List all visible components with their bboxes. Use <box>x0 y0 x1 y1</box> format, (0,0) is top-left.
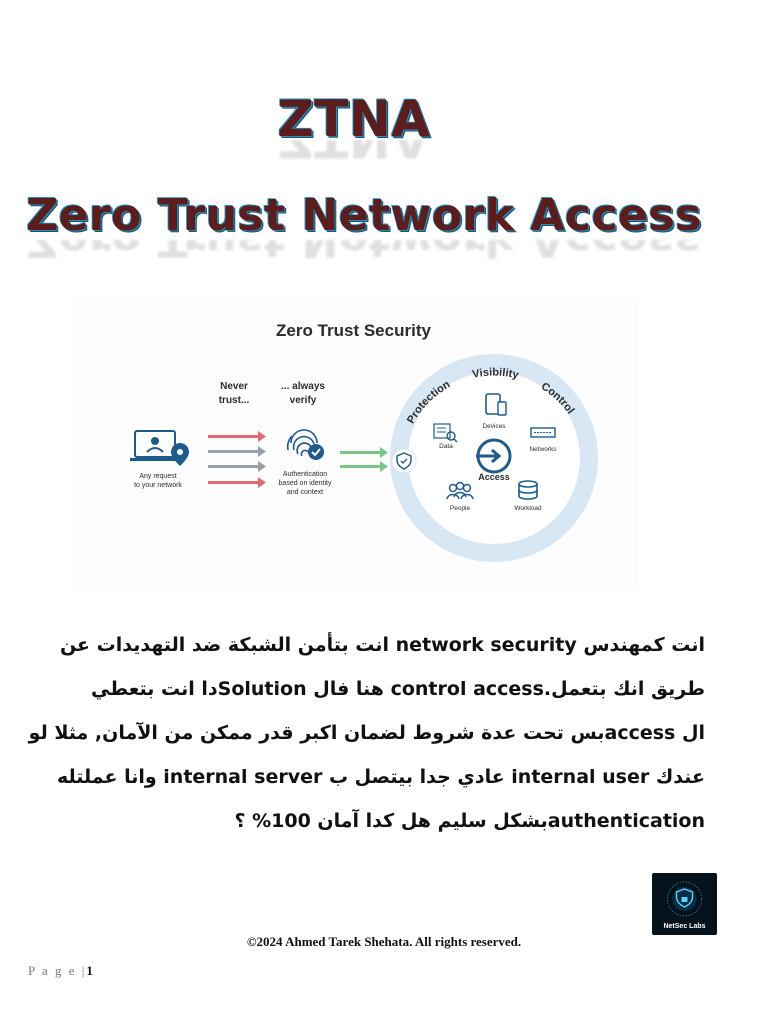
location-pin-icon <box>171 443 189 466</box>
node-devices: Devices <box>482 423 506 430</box>
body-line: طريق انك بتعمل.control access هنا فال So… <box>91 678 705 700</box>
access-label: Access <box>478 472 510 482</box>
auth-caption-line-3: and context <box>287 489 323 496</box>
green-arrow-2 <box>340 461 388 472</box>
shield-lock-icon <box>667 881 702 917</box>
red-arrow-top <box>208 431 266 442</box>
green-arrows <box>340 447 388 472</box>
body-line: ال accessبس تحت عدة شروط لضمان اكبر قدر … <box>28 722 705 744</box>
always-verify-line-2: verify <box>290 395 317 406</box>
page-title-reflection: ZTNA <box>0 140 738 168</box>
gray-arrow-1 <box>208 446 266 457</box>
fingerprint-icon <box>286 429 318 457</box>
request-caption-line-2: to your network <box>134 482 182 489</box>
body-line: عندك internal user عادي جدا بيتصل ب inte… <box>56 766 705 788</box>
never-trust-line-2: trust... <box>219 395 250 406</box>
copyright-notice: ©2024 Ahmed Tarek Shehata. All rights re… <box>246 934 522 949</box>
access-icon <box>476 438 512 474</box>
logo-text: NetSec Labs <box>663 923 705 930</box>
auth-caption-line-1: Authentication <box>283 471 327 478</box>
check-badge-icon <box>308 444 324 460</box>
body-line: authenticationبشكل سليم هل كدا آمان 100%… <box>234 810 705 832</box>
page-subtitle: Zero Trust Network Access <box>26 190 702 241</box>
data-icon <box>433 423 458 443</box>
gray-arrow-2 <box>208 461 266 472</box>
diagram-heading: Zero Trust Security <box>276 321 431 340</box>
page-footer: P a g e |1 <box>28 963 93 979</box>
page-subtitle-reflection-text: Zero Trust Network Access <box>26 240 702 266</box>
never-trust-line-1: Never <box>220 381 248 392</box>
laptop-icon <box>130 430 180 461</box>
networks-icon <box>530 427 556 438</box>
ring-label-visibility: Visibility <box>471 366 520 381</box>
auth-caption-line-2: based on identity <box>279 480 332 487</box>
red-arrow-bottom <box>208 477 266 488</box>
node-networks: Networks <box>529 446 557 453</box>
always-verify-line-1: ... always <box>281 381 325 392</box>
page-title-reflection-text: ZTNA <box>278 140 431 168</box>
inner-circle <box>408 372 580 544</box>
page-label: P a g e | <box>28 963 87 978</box>
workload-icon <box>518 480 538 500</box>
zero-trust-diagram: Zero Trust Security Any request to your … <box>72 298 638 588</box>
page-number: 1 <box>86 963 93 978</box>
devices-icon <box>485 393 507 416</box>
shield-check-icon <box>391 448 417 474</box>
netsec-labs-logo: NetSec Labs <box>652 873 717 935</box>
node-workload: Workload <box>514 505 542 512</box>
body-line: انت كمهندس network security انت بتأمن ال… <box>59 634 705 656</box>
request-caption-line-1: Any request <box>139 473 176 480</box>
page-subtitle-reflection: Zero Trust Network Access <box>0 240 748 266</box>
page-title: ZTNA <box>277 90 431 148</box>
incoming-arrows <box>208 431 266 488</box>
node-people: People <box>450 505 471 512</box>
green-arrow-1 <box>340 447 388 458</box>
people-icon <box>446 481 474 500</box>
node-data: Data <box>439 443 453 450</box>
